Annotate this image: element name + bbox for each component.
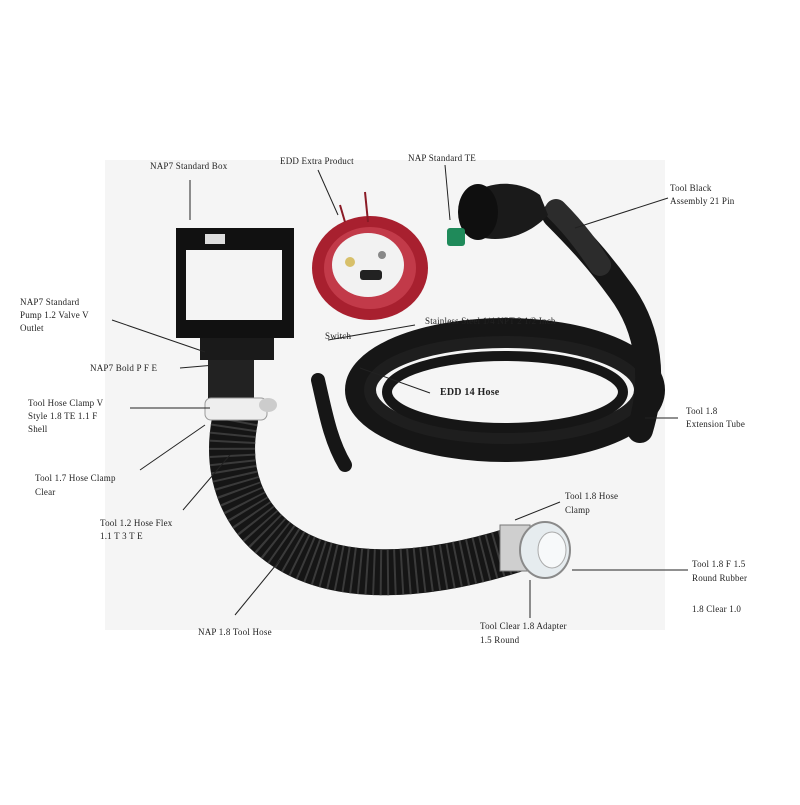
label-bottom-clear-2: 1.5 Round [480,635,520,645]
label-clamp-bottom-2: Clamp [565,505,590,515]
label-hose-clamp-2: Clear [35,487,56,497]
label-bottom-clear-1: Tool Clear 1.8 Adapter [480,621,567,631]
label-connector-r-2: Round Rubber [692,573,748,583]
label-connector-r-1: Tool 1.8 F 1.5 [692,559,746,569]
label-clamp-left-2: Style 1.8 TE 1.1 F [28,411,98,421]
label-elbow-2: Assembly 21 Pin [670,196,735,206]
label-box-left-2: Pump 1.2 Valve V [20,310,89,320]
label-box-left-3: Outlet [20,323,44,333]
label-mount-left: NAP7 Bold P F E [90,363,158,373]
label-corrugated-2: 1.1 T 3 T E [100,531,143,541]
label-coil-join-1: Stainless Steel 1/4 NPT 2 1/2 Inch [425,316,556,326]
label-coil-join-2: Switch [325,331,352,341]
leader-lines [111,164,688,618]
clear-connector [499,521,571,579]
label-coil-center: EDD 14 Hose [440,387,500,398]
label-clamp-left-3: Shell [28,424,48,434]
label-elbow-1: Tool Black [670,183,712,193]
label-right-hose-1: Tool 1.8 [686,406,718,416]
label-corrugated-1: Tool 1.2 Hose Flex [100,518,173,528]
label-clamp-left-1: Tool Hose Clamp V [28,398,104,408]
corrugated-hose [209,397,543,596]
extension-tube [542,199,662,443]
label-bottom-hose: NAP 1.8 Tool Hose [198,627,272,637]
label-box-left-1: NAP7 Standard [20,297,80,307]
white-clamp [204,397,277,421]
label-clamp-bottom-1: Tool 1.8 Hose [565,491,619,501]
label-right-hose-2: Extension Tube [686,419,746,429]
label-red-wires: EDD Extra Product [280,156,354,166]
green-valve [447,228,465,246]
elbow-fitting [447,183,548,246]
label-hose-clamp-1: Tool 1.7 Hose Clamp [35,473,116,483]
label-green-valve: NAP Standard TE [408,153,476,163]
label-control-box: NAP7 Standard Box [150,161,228,171]
red-coil-ring [312,191,428,320]
label-connector-r-3: 1.8 Clear 1.0 [692,604,742,614]
